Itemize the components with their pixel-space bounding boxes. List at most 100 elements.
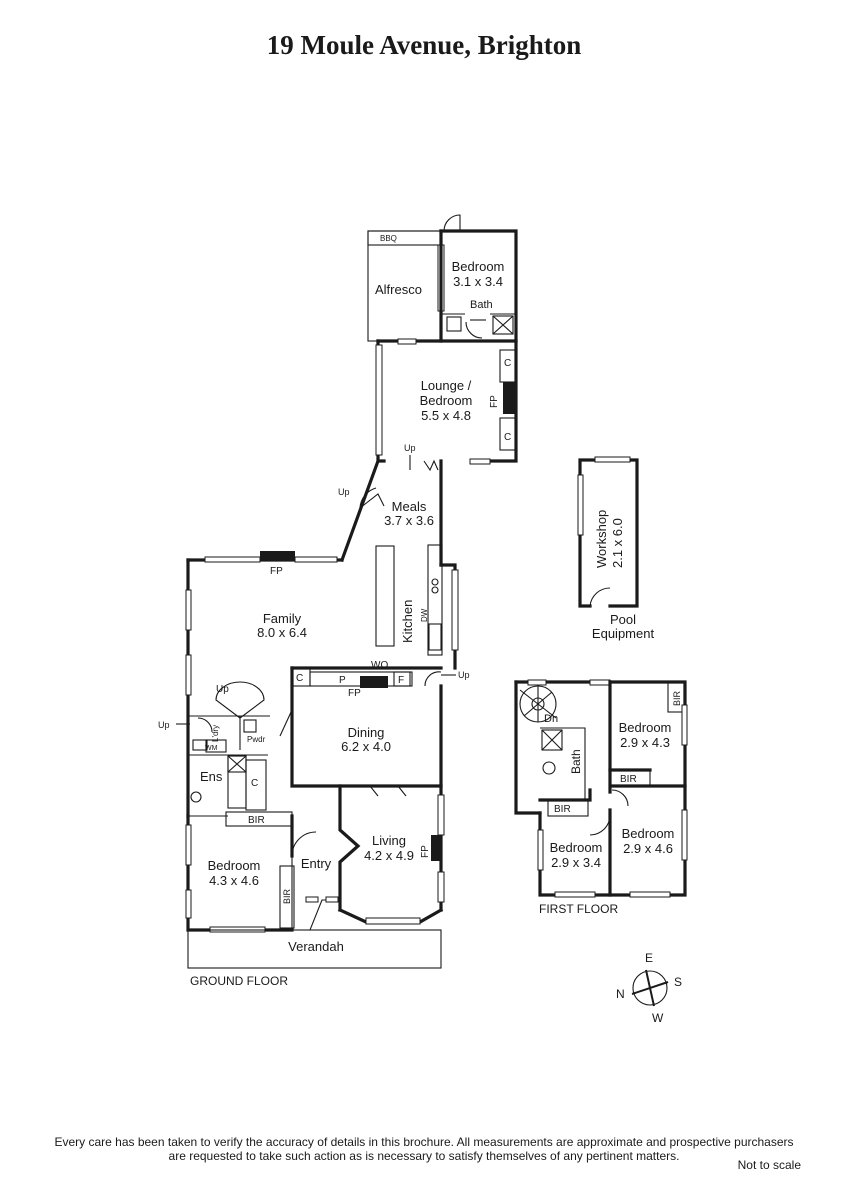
door-swing-icon (589, 587, 611, 607)
family-fp-label: FP (270, 566, 283, 577)
fridge-f-label: F (398, 675, 404, 686)
alfresco-label: Alfresco (375, 282, 422, 297)
window (185, 654, 192, 696)
door-swing-icon (465, 321, 483, 339)
dining-wall (290, 666, 443, 788)
shower-icon (541, 729, 563, 751)
window (437, 794, 445, 836)
fireplace-icon (360, 676, 388, 688)
lounge-c-label-2: C (504, 432, 511, 443)
lounge-name-2: Bedroom (420, 393, 473, 408)
first-bedroom-se-size: 2.9 x 4.6 (623, 841, 673, 856)
disclaimer-line-2: are requested to take such action as is … (168, 1149, 680, 1163)
spiral-stair-treads (519, 686, 557, 722)
rear-bedroom-size: 3.1 x 3.4 (453, 274, 503, 289)
pool-label-1: Pool (610, 612, 636, 627)
door-swing-icon (279, 709, 293, 737)
door-swing-icon (197, 717, 213, 733)
front-bir-label: BIR (248, 815, 265, 826)
bir-robe (547, 799, 589, 817)
disclaimer: Every care has been taken to verify the … (0, 1135, 848, 1163)
lounge-name-1: Lounge / (421, 378, 472, 393)
spiral-stair-icon (215, 681, 265, 719)
entry-label: Entry (301, 856, 332, 871)
first-floor-label: FIRST FLOOR (539, 902, 618, 916)
door-swing-icon (291, 831, 317, 857)
pantry-c-label: C (296, 673, 303, 684)
compass-e: E (645, 951, 653, 965)
family-size: 8.0 x 6.4 (257, 625, 307, 640)
cupboard (499, 417, 517, 451)
shower-cross-icon (492, 315, 514, 335)
cooktop-icon (431, 586, 439, 594)
room-labels: BBQ Alfresco Bedroom 3.1 x 3.4 Bath Loun… (158, 234, 682, 988)
kitchen-window (451, 569, 459, 651)
window (629, 891, 671, 898)
laundry-label: L'dry (211, 725, 220, 742)
first-bedroom-sw-name: Bedroom (550, 840, 603, 855)
stair-up-label: Up (216, 684, 229, 695)
cupboard (245, 759, 267, 811)
window (437, 871, 445, 903)
kitchen-island (375, 545, 395, 647)
front-bedroom-name: Bedroom (208, 858, 261, 873)
lounge-c-label-1: C (504, 358, 511, 369)
bir-robe (279, 865, 295, 929)
first-floor-west-wall (514, 680, 542, 815)
washing-machine-icon (205, 739, 227, 753)
lounge-up-label: Up (404, 443, 416, 453)
rear-wing (367, 214, 518, 463)
first-floor (514, 679, 688, 898)
ensuite-label: Ens (200, 769, 223, 784)
lounge-sliding-door (375, 344, 383, 456)
family (185, 544, 459, 818)
lounge-size: 5.5 x 4.8 (421, 408, 471, 423)
door-swing-icon (424, 671, 442, 687)
toilet-icon (542, 761, 556, 775)
compass-rose-icon (632, 970, 668, 1006)
side-up-label: Up (158, 720, 170, 730)
window (527, 679, 547, 686)
living-fp-label: FP (420, 845, 431, 858)
shower-icon (492, 315, 514, 335)
first-bir-label-3: BIR (554, 804, 571, 815)
disclaimer-line-1: Every care has been taken to verify the … (54, 1135, 794, 1149)
kitchen-up-label: Up (458, 670, 470, 680)
compass: E S W N (616, 951, 682, 1025)
workshop-name: Workshop (594, 510, 609, 568)
fireplace-icon (260, 551, 295, 561)
compass-n: N (616, 987, 625, 1001)
door-swing-icon (369, 785, 407, 797)
entry-bir-label: BIR (282, 888, 292, 904)
meals-size: 3.7 x 3.6 (384, 513, 434, 528)
first-bedroom-ne-name: Bedroom (619, 720, 672, 735)
meals-up-label: Up (338, 487, 350, 497)
bath-wall (540, 727, 586, 800)
living-name: Living (372, 833, 406, 848)
service-divider (188, 715, 270, 750)
window (185, 824, 192, 866)
window (589, 679, 611, 686)
fireplace-icon (431, 835, 441, 861)
page-title: 19 Moule Avenue, Brighton (266, 30, 582, 60)
powder-label: Pwdr (247, 735, 266, 744)
door-swing-icon (611, 789, 629, 807)
meals-angled-wall (339, 458, 381, 563)
scale-note: Not to scale (737, 1158, 801, 1172)
window (305, 896, 319, 903)
shower-cross-icon (227, 755, 247, 773)
toilet-icon (446, 316, 462, 332)
bbq-label: BBQ (380, 234, 397, 243)
window (325, 896, 339, 903)
living-size: 4.2 x 4.9 (364, 848, 414, 863)
window (294, 556, 338, 563)
verandah-label: Verandah (288, 939, 344, 954)
pantry-p-label: P (339, 675, 346, 686)
bay-window (365, 917, 421, 925)
kitchen-label: Kitchen (400, 600, 415, 643)
dining-name: Dining (348, 725, 385, 740)
dw-label: DW (420, 608, 429, 622)
window (185, 889, 192, 919)
ground-floor-label: GROUND FLOOR (190, 974, 288, 988)
